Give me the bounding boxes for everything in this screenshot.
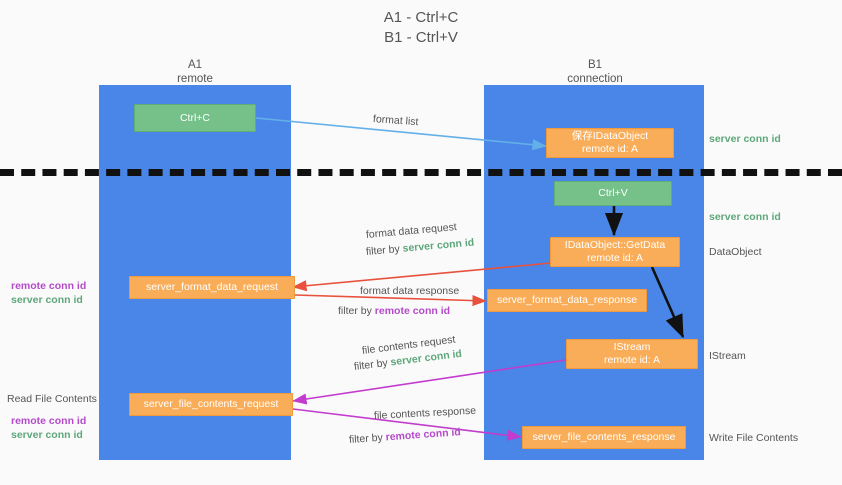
node-idataobject-line1: 保存IDataObject — [571, 130, 649, 142]
edge-label-file-contents-response-text: file contents response — [373, 404, 477, 422]
node-ctrl-v[interactable]: Ctrl+V — [554, 181, 672, 206]
edge-label-fdreq-filter-key: server conn id — [402, 236, 475, 255]
right-annotation-server-conn-id-1: server conn id — [709, 133, 781, 145]
node-getdata[interactable]: IDataObject::GetData remote id: A — [550, 237, 680, 267]
edge-label-fdresp-filter-prefix: filter by — [338, 305, 375, 317]
node-server-file-contents-request[interactable]: server_file_contents_request — [129, 393, 293, 416]
column-b1-name: B1 — [587, 59, 603, 71]
node-getdata-line1: IDataObject::GetData — [564, 239, 666, 251]
edge-label-file-contents-response-filter: filter by remote conn id — [349, 425, 462, 447]
right-annotation-dataobject: DataObject — [709, 246, 762, 258]
edge-label-fcresp-filter-key: remote conn id — [385, 426, 462, 444]
edge-label-format-data-response-text: format data response — [360, 285, 460, 297]
node-server-format-data-request-label: server_format_data_request — [146, 281, 278, 293]
column-header-b1: B1 connection — [530, 58, 660, 86]
node-idataobject[interactable]: 保存IDataObject remote id: A — [546, 128, 674, 158]
node-getdata-line2: remote id: A — [586, 252, 644, 264]
phase-divider — [0, 169, 842, 176]
node-server-format-data-response-label: server_format_data_response — [496, 294, 638, 306]
edge-label-fcresp-filter-prefix: filter by — [348, 431, 387, 446]
title-line-2: B1 - Ctrl+V — [384, 29, 458, 46]
node-istream-line1: IStream — [613, 341, 651, 353]
column-a1-name: A1 — [187, 59, 203, 71]
node-server-file-contents-response-label: server_file_contents_response — [532, 431, 676, 443]
left-annotation-remote-conn-id-1: remote conn id — [11, 280, 87, 292]
right-annotation-write-file-contents: Write File Contents — [709, 432, 799, 444]
edge-label-format-data-response-filter: filter by remote conn id — [338, 304, 450, 318]
edge-label-format-list: format list — [372, 113, 419, 129]
diagram-title: A1 - Ctrl+C B1 - Ctrl+V — [0, 8, 842, 48]
node-server-format-data-request[interactable]: server_format_data_request — [129, 276, 295, 299]
title-line-1: A1 - Ctrl+C — [383, 9, 459, 26]
column-b1-sub: connection — [567, 73, 623, 85]
right-annotation-istream: IStream — [709, 350, 746, 362]
edge-label-file-contents-response: file contents response — [374, 404, 477, 423]
left-annotation-read-file-contents: Read File Contents — [7, 393, 97, 405]
edge-label-format-data-response: format data response — [360, 284, 459, 298]
node-ctrl-c[interactable]: Ctrl+C — [134, 104, 256, 132]
node-ctrl-c-label: Ctrl+C — [179, 111, 211, 124]
right-annotation-server-conn-id-2: server conn id — [709, 211, 781, 223]
edge-label-fdreq-filter-prefix: filter by — [365, 242, 404, 258]
node-server-format-data-response[interactable]: server_format_data_response — [487, 289, 647, 312]
node-server-file-contents-request-label: server_file_contents_request — [143, 398, 279, 410]
node-istream-line2: remote id: A — [603, 354, 661, 366]
node-idataobject-line2: remote id: A — [581, 143, 639, 155]
edge-label-fcreq-filter-prefix: filter by — [353, 356, 392, 373]
edge-label-fdresp-filter-key: remote conn id — [374, 305, 451, 317]
column-header-a1: A1 remote — [130, 58, 260, 86]
left-annotation-server-conn-id-1: server conn id — [11, 294, 83, 306]
node-ctrl-v-label: Ctrl+V — [598, 187, 628, 199]
node-istream[interactable]: IStream remote id: A — [566, 339, 698, 369]
node-server-file-contents-response[interactable]: server_file_contents_response — [522, 426, 686, 449]
left-annotation-server-conn-id-2: server conn id — [11, 429, 83, 441]
left-annotation-remote-conn-id-2: remote conn id — [11, 415, 87, 427]
column-a1-sub: remote — [177, 73, 213, 85]
